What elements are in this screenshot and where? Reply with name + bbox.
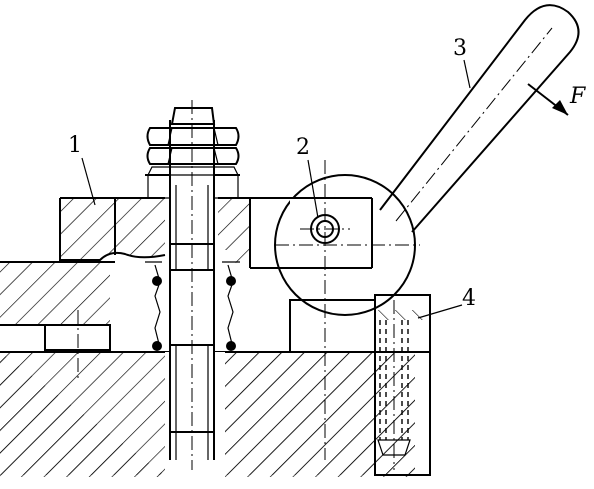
springs	[145, 261, 240, 351]
handle-lever[interactable]	[379, 4, 580, 233]
label-3: 3	[453, 36, 467, 61]
stud-bolt	[169, 100, 215, 470]
workpiece	[0, 261, 115, 351]
force-arrow	[527, 83, 569, 116]
support-block	[289, 294, 431, 476]
label-4: 4	[462, 286, 476, 311]
label-2: 2	[296, 135, 310, 160]
leader-lines	[81, 59, 471, 319]
label-1: 1	[68, 133, 82, 158]
nut-stack	[146, 107, 240, 176]
pivot-pin	[300, 214, 350, 244]
label-force: F	[569, 84, 586, 109]
